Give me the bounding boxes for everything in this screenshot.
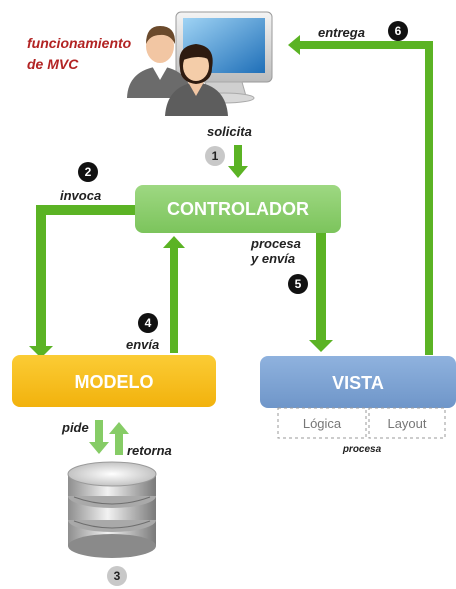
step-1-number: 1	[212, 149, 219, 163]
view-label: VISTA	[332, 373, 384, 393]
step-2-label: invoca	[60, 188, 101, 203]
step-3-number: 3	[114, 569, 121, 583]
step-4-label: envía	[126, 337, 159, 352]
view-part-logica-label: Lógica	[303, 416, 342, 431]
diagram-title-line1: funcionamiento	[27, 35, 132, 51]
step-6-number: 6	[395, 24, 402, 38]
database-icon	[67, 461, 157, 558]
db-pide-label: pide	[61, 420, 89, 435]
model-box	[12, 355, 216, 407]
step-5-label-line2: y envía	[250, 251, 295, 266]
arrow-solicita	[228, 145, 248, 178]
users-icon	[127, 26, 228, 116]
controller-label: CONTROLADOR	[167, 199, 309, 219]
step-3-badge	[107, 566, 127, 586]
step-4-badge	[138, 313, 158, 333]
step-5-label-line1: procesa	[250, 236, 301, 251]
arrow-retorna	[109, 422, 129, 455]
step-6-label: entrega	[318, 25, 365, 40]
step-6-badge	[388, 21, 408, 41]
step-5-number: 5	[295, 277, 302, 291]
view-part-layout-label: Layout	[387, 416, 426, 431]
controller-box	[135, 185, 341, 233]
step-4-number: 4	[145, 316, 152, 330]
step-2-number: 2	[85, 165, 92, 179]
diagram-title-line2: de MVC	[27, 56, 79, 72]
step-1-label: solicita	[207, 124, 252, 139]
view-box	[260, 356, 456, 408]
arrow-envia-model	[163, 236, 185, 353]
view-part-layout	[368, 407, 446, 439]
view-note: procesa	[342, 444, 382, 455]
view-part-logica	[277, 407, 367, 439]
arrow-procesa-envia	[309, 233, 333, 352]
model-label: MODELO	[75, 372, 154, 392]
step-1-badge	[205, 146, 225, 166]
step-2-badge	[78, 162, 98, 182]
arrow-pide	[89, 420, 109, 454]
step-5-badge	[288, 274, 308, 294]
arrow-invoca	[29, 205, 135, 358]
db-retorna-label: retorna	[127, 443, 172, 458]
